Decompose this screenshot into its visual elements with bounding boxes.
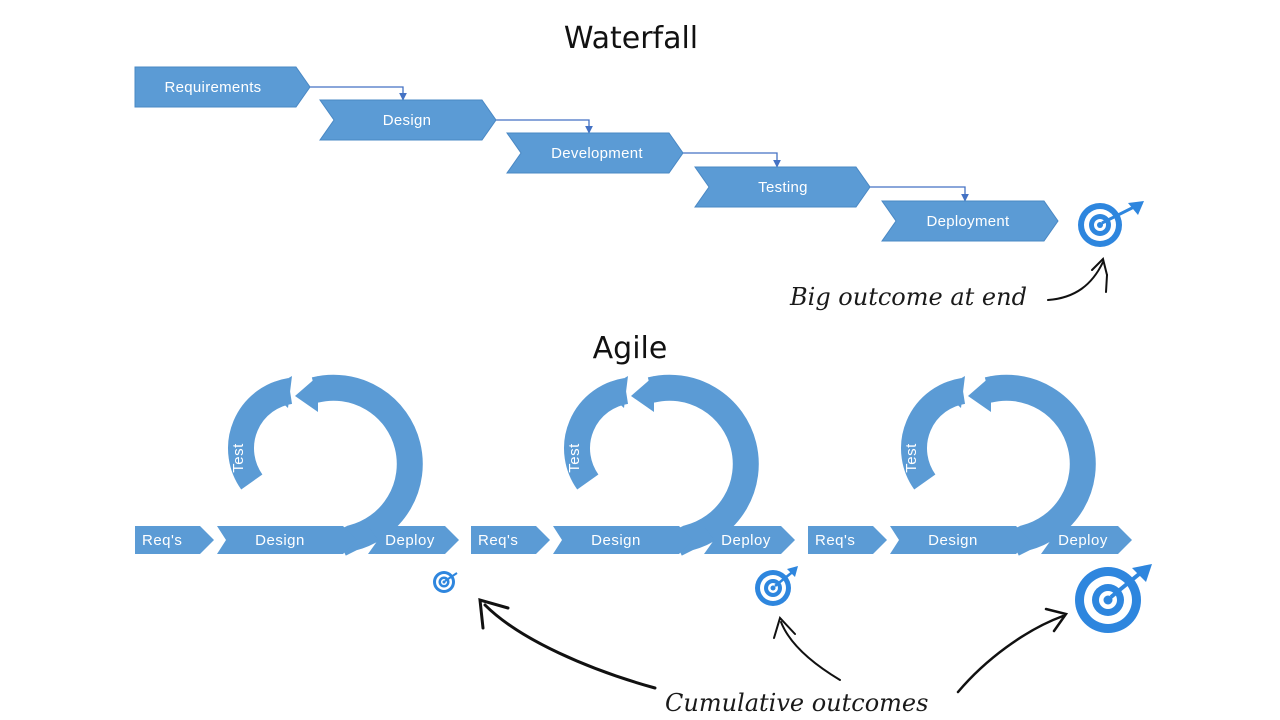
big-outcome-note: Big outcome at end bbox=[789, 283, 1027, 311]
develop-label: Develop bbox=[1038, 437, 1055, 496]
step-label: Requirements bbox=[165, 79, 262, 96]
design-label: Design bbox=[591, 532, 641, 549]
deploy-label: Deploy bbox=[721, 532, 771, 549]
connector-arrow bbox=[683, 152, 781, 168]
test-label: Test bbox=[566, 443, 583, 473]
waterfall-step-development: Development bbox=[506, 132, 684, 174]
step-label: Development bbox=[551, 145, 643, 162]
waterfall-step-requirements: Requirements bbox=[134, 66, 311, 108]
develop-label: Develop bbox=[701, 437, 718, 496]
cumulative-outcomes-note: Cumulative outcomes bbox=[665, 689, 928, 717]
curved-arrow-icon bbox=[773, 616, 841, 681]
test-label: Test bbox=[230, 443, 247, 473]
reqs-label: Req's bbox=[142, 532, 182, 549]
waterfall-title: Waterfall bbox=[564, 21, 698, 56]
cycle-arc bbox=[228, 374, 423, 556]
waterfall-connectors bbox=[310, 86, 969, 202]
deploy-label: Deploy bbox=[1058, 532, 1108, 549]
waterfall-step-design: Design bbox=[319, 99, 497, 141]
curved-arrow-icon bbox=[1047, 257, 1108, 301]
target-icon bbox=[433, 571, 458, 593]
cycle-arc bbox=[564, 374, 759, 556]
curved-arrow-icon bbox=[478, 597, 657, 690]
step-label: Design bbox=[383, 112, 432, 129]
reqs-label: Req's bbox=[478, 532, 518, 549]
target-icon bbox=[1078, 201, 1144, 247]
waterfall-step-testing: Testing bbox=[694, 166, 871, 208]
waterfall-step-deployment: Deployment bbox=[881, 200, 1059, 242]
design-label: Design bbox=[255, 532, 305, 549]
deploy-label: Deploy bbox=[385, 532, 435, 549]
target-icon bbox=[755, 566, 798, 606]
reqs-label: Req's bbox=[815, 532, 855, 549]
connector-arrow bbox=[870, 186, 969, 202]
develop-label: Develop bbox=[365, 437, 382, 496]
target-icon bbox=[1075, 564, 1152, 633]
step-label: Testing bbox=[758, 179, 808, 196]
cycle-arc bbox=[901, 374, 1096, 556]
curved-arrow-icon bbox=[956, 607, 1069, 694]
design-label: Design bbox=[928, 532, 978, 549]
agile-title: Agile bbox=[593, 331, 668, 366]
agile-iteration-2: Req's Design Deploy Test Develop bbox=[471, 374, 798, 606]
agile-iteration-1: Req's Design Deploy Test Develop bbox=[135, 374, 459, 593]
connector-arrow bbox=[496, 119, 593, 134]
agile-iteration-3: Req's Design Deploy Test Develop bbox=[808, 374, 1152, 633]
test-label: Test bbox=[903, 443, 920, 473]
connector-arrow bbox=[310, 86, 407, 101]
step-label: Deployment bbox=[926, 213, 1010, 230]
